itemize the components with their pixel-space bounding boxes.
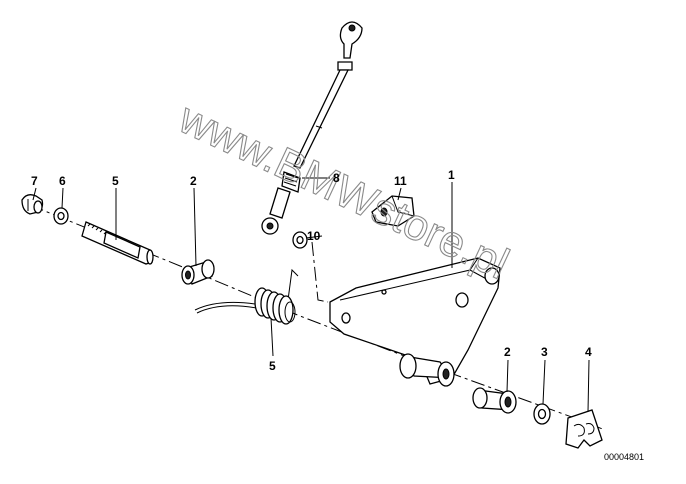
part-label-8: 7 xyxy=(31,174,38,188)
part-label-1: 1 xyxy=(448,168,455,182)
cap-nut-part xyxy=(21,194,44,215)
part-label-9: 8 xyxy=(333,171,340,185)
part-label-6: 5 xyxy=(112,174,119,188)
leader-lines xyxy=(32,177,590,413)
small-washer-part xyxy=(292,231,308,249)
part-label-7: 6 xyxy=(59,174,66,188)
part-label-2a: 2 xyxy=(190,174,197,188)
part-label-11: 11 xyxy=(394,174,407,188)
bushing-right-part xyxy=(472,387,517,414)
spring-clip-part xyxy=(565,409,603,449)
part-label-4: 4 xyxy=(585,345,592,359)
washer-part xyxy=(53,207,69,225)
torsion-spring-part xyxy=(194,268,299,325)
control-rod-part xyxy=(261,21,363,235)
linkage-axis xyxy=(311,241,329,303)
bushing-left-part xyxy=(181,259,215,285)
part-label-2b: 2 xyxy=(504,345,511,359)
washer-right-part xyxy=(533,403,551,425)
reference-number: 00004801 xyxy=(604,452,644,462)
lever-plate-part xyxy=(329,257,501,387)
part-label-5: 5 xyxy=(269,359,276,373)
clip-part xyxy=(371,195,415,227)
part-label-10: 10 xyxy=(307,229,321,243)
watermark: www.BMWstore.pl xyxy=(171,93,516,289)
part-label-3: 3 xyxy=(541,345,548,359)
bolt-part xyxy=(81,221,154,265)
